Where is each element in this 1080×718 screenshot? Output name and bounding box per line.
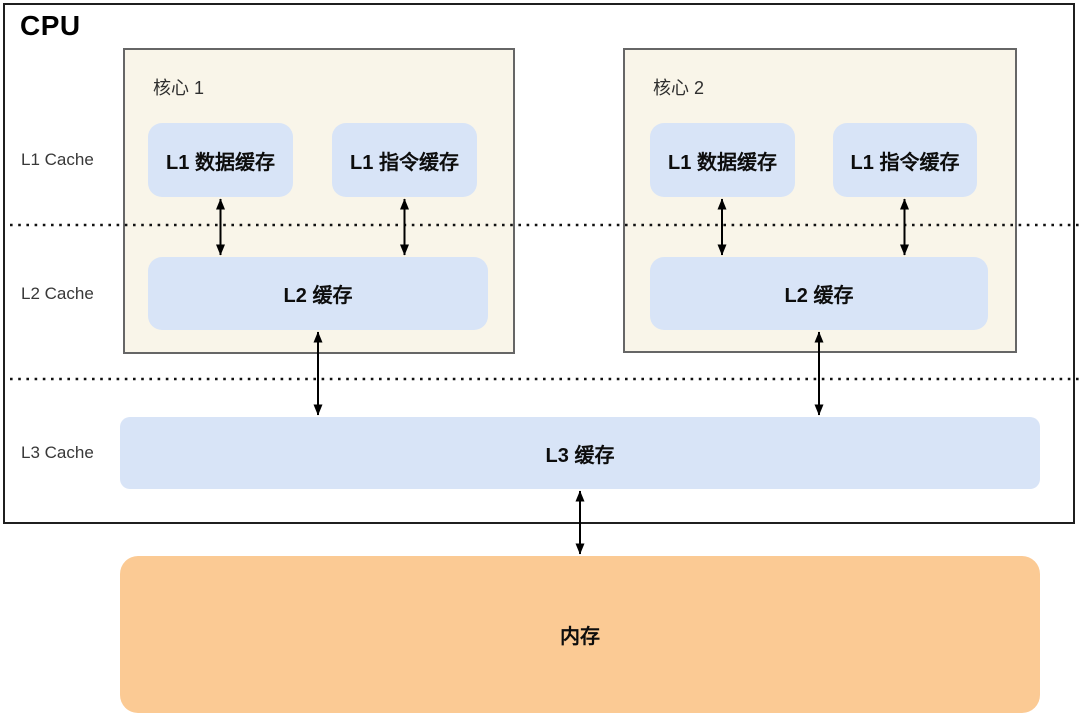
core-1-box: 核心 1 L1 数据缓存 L1 指令缓存 L2 缓存 [123,48,515,354]
core-2-l2-cache: L2 缓存 [650,257,988,330]
row-label-l3-cache: L3 Cache [21,443,94,462]
core-2-l1-data-cache: L1 数据缓存 [650,123,795,197]
cpu-title: CPU [20,10,81,41]
row-label-l2-cache: L2 Cache [21,283,94,303]
l3-cache-box: L3 缓存 [120,417,1040,489]
core-1-l2-cache: L2 缓存 [148,257,488,330]
memory-box: 内存 [120,556,1040,713]
core-2-l1-instruction-cache: L1 指令缓存 [833,123,977,197]
core-1-title: 核心 1 [153,78,205,98]
core-2-box: 核心 2 L1 数据缓存 L1 指令缓存 L2 缓存 [623,48,1017,353]
core-1-l1-instruction-cache: L1 指令缓存 [332,123,477,197]
core-1-l1-data-cache: L1 数据缓存 [148,123,293,197]
core-2-title: 核心 2 [653,78,705,98]
row-label-l1-cache: L1 Cache [21,150,94,169]
